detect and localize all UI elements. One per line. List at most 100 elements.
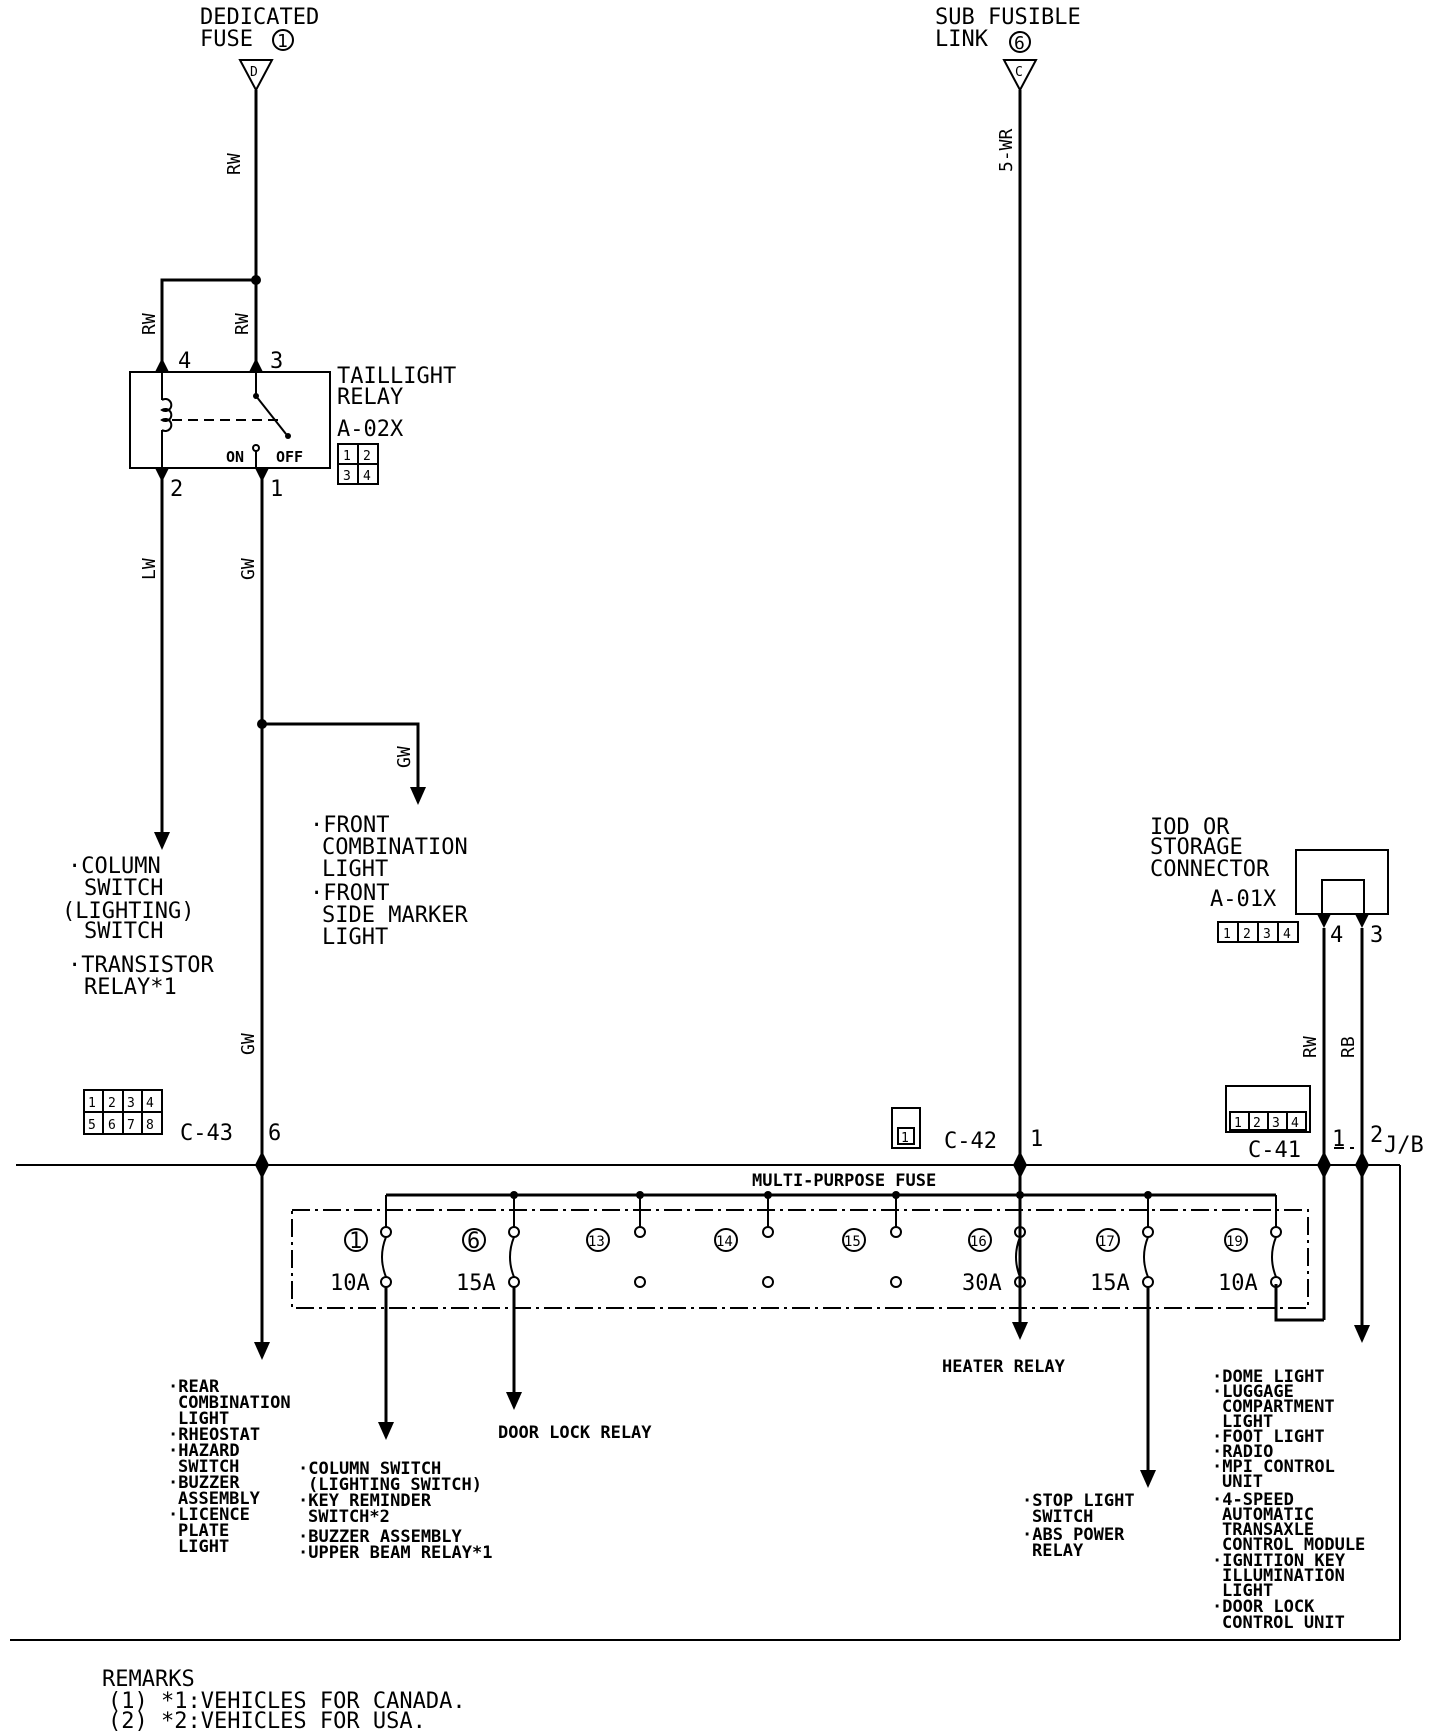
svg-text:4: 4 — [363, 469, 371, 484]
relay-pin-1: 1 — [270, 477, 283, 502]
pin2-arrow — [155, 468, 169, 482]
svg-text:13: 13 — [588, 1234, 605, 1250]
svg-text:SWITCH: SWITCH — [178, 1457, 239, 1477]
fuse-block-outline — [291, 1209, 1309, 1309]
svg-text:10A: 10A — [1218, 1271, 1258, 1296]
fuse-6: 6 15A — [456, 1195, 520, 1296]
dedicated-fuse-label-1: DEDICATED — [200, 5, 319, 30]
dedicated-fuse-number: 1 — [277, 31, 288, 52]
load-column-switch-2: ·COLUMN SWITCH (LIGHTING SWITCH) ·KEY RE… — [298, 1459, 492, 1563]
c42-shell — [891, 1107, 921, 1149]
svg-text:SIDE MARKER: SIDE MARKER — [322, 903, 468, 928]
svg-text:5: 5 — [88, 1118, 96, 1133]
iod-box — [1295, 849, 1389, 915]
svg-text:4: 4 — [1283, 927, 1291, 942]
svg-text:STORAGE: STORAGE — [1150, 835, 1243, 860]
svg-text:·MPI CONTROL: ·MPI CONTROL — [1212, 1457, 1335, 1477]
junction-block-boundary — [10, 1164, 1401, 1641]
load-heater-relay: HEATER RELAY — [942, 1357, 1066, 1377]
wire-label-lw: LW — [139, 558, 160, 580]
switch-on-contact — [252, 444, 260, 452]
sub-link-number: 6 — [1014, 33, 1025, 54]
remarks-title: REMARKS — [102, 1667, 195, 1692]
relay-coil — [160, 398, 173, 432]
svg-text:LIGHT: LIGHT — [178, 1537, 229, 1557]
relay-on-label: ON — [226, 448, 244, 466]
wire-label-gw-branch: GW — [394, 746, 415, 768]
remark-1: (1) *1:VEHICLES FOR CANADA. — [108, 1689, 466, 1714]
arrow-column-switch — [154, 832, 170, 850]
dedicated-fuse-label-2: FUSE — [200, 27, 253, 52]
taillight-relay: 4 3 2 1 ON OFF TAILLIGHT RELAY A-02X 1 2… — [129, 349, 456, 502]
load-stop-light: ·STOP LIGHT SWITCH ·ABS POWER RELAY — [1022, 1491, 1135, 1561]
svg-text:3: 3 — [127, 1096, 135, 1111]
fuse-15: 15 — [842, 1195, 902, 1288]
svg-text:·IGNITION KEY: ·IGNITION KEY — [1212, 1551, 1346, 1571]
svg-text:LIGHT: LIGHT — [1222, 1412, 1273, 1432]
relay-title-1: TAILLIGHT — [337, 364, 456, 389]
svg-text:3: 3 — [1263, 927, 1271, 942]
wire-label-5wr: 5-WR — [996, 128, 1017, 172]
svg-text:·FRONT: ·FRONT — [310, 881, 389, 906]
c41-shell — [1225, 1085, 1311, 1133]
iod-jumper — [1321, 879, 1365, 915]
wire-label-gw-lower: GW — [238, 1033, 259, 1055]
fuse-block-title: MULTI-PURPOSE FUSE — [752, 1171, 936, 1191]
svg-text:SWITCH: SWITCH — [84, 876, 163, 901]
svg-text:2: 2 — [108, 1096, 116, 1111]
svg-text:2: 2 — [363, 449, 371, 464]
svg-text:COMBINATION: COMBINATION — [322, 835, 468, 860]
svg-text:·STOP LIGHT: ·STOP LIGHT — [1022, 1491, 1135, 1511]
svg-text:CONTROL UNIT: CONTROL UNIT — [1222, 1613, 1345, 1633]
wire-gw-branch — [262, 722, 420, 795]
svg-text:RELAY: RELAY — [1032, 1541, 1084, 1561]
svg-text:·TRANSISTOR: ·TRANSISTOR — [68, 953, 214, 978]
svg-text:AUTOMATIC: AUTOMATIC — [1222, 1505, 1314, 1525]
switch-blade — [255, 395, 287, 435]
svg-text:17: 17 — [1098, 1234, 1115, 1250]
svg-text:15A: 15A — [1090, 1271, 1130, 1296]
remark-2: (2) *2:VEHICLES FOR USA. — [108, 1709, 426, 1732]
terminal-d-label: D — [250, 65, 258, 80]
pin4-arrow — [155, 358, 169, 372]
svg-text:14: 14 — [716, 1234, 733, 1250]
connector-c42: 1 C-42 1 — [891, 1107, 1043, 1179]
wire-label-rw-iod: RW — [1300, 1036, 1321, 1058]
svg-text:IOD OR: IOD OR — [1150, 815, 1230, 840]
wire-label-rw-left: RW — [139, 313, 160, 335]
iod-storage-connector: IOD OR STORAGE CONNECTOR A-01X 4 3 1 2 3… — [1150, 815, 1389, 948]
dedicated-fuse-source: DEDICATED FUSE 1 D — [200, 5, 319, 93]
svg-text:3: 3 — [343, 469, 351, 484]
svg-text:6: 6 — [467, 1229, 480, 1254]
svg-text:2: 2 — [1253, 1116, 1261, 1131]
iod-connector-grid: 1 2 3 4 — [1217, 921, 1299, 943]
svg-text:LIGHT: LIGHT — [322, 925, 388, 950]
svg-text:SWITCH*2: SWITCH*2 — [308, 1507, 390, 1527]
connector-c41: 1 2 3 4 C-41 1 2 J/B — [1225, 1085, 1424, 1179]
relay-pin-3: 3 — [270, 349, 283, 374]
load-column-switch: ·COLUMN SWITCH (LIGHTING) SWITCH ·TRANSI… — [62, 854, 214, 1000]
wire-label-rb-iod: RB — [1338, 1036, 1359, 1058]
svg-text:·KEY REMINDER: ·KEY REMINDER — [298, 1491, 432, 1511]
svg-text:6: 6 — [108, 1118, 116, 1133]
c42-pin: 1 — [1030, 1127, 1043, 1152]
c41-pin-2: 2 — [1370, 1123, 1383, 1148]
svg-text:8: 8 — [146, 1118, 154, 1133]
terminal-triangle-c — [1002, 59, 1038, 93]
svg-text:·COLUMN: ·COLUMN — [68, 854, 161, 879]
svg-text:COMPARTMENT: COMPARTMENT — [1222, 1397, 1335, 1417]
load-right-group: ·DOME LIGHT ·LUGGAGE COMPARTMENT LIGHT ·… — [1212, 1367, 1365, 1633]
svg-text:·LUGGAGE: ·LUGGAGE — [1212, 1382, 1294, 1402]
terminal-triangle-d — [238, 59, 274, 93]
remarks: REMARKS (1) *1:VEHICLES FOR CANADA. (2) … — [102, 1667, 466, 1732]
svg-text:3: 3 — [1272, 1116, 1280, 1131]
svg-text:·RADIO: ·RADIO — [1212, 1442, 1273, 1462]
link-number-circle — [1009, 31, 1031, 53]
svg-text:·LICENCE: ·LICENCE — [168, 1505, 250, 1525]
svg-text:2: 2 — [1243, 927, 1251, 942]
svg-text:3: 3 — [1370, 923, 1383, 948]
svg-text:16: 16 — [970, 1234, 987, 1250]
sub-link-label-2: LINK — [935, 27, 989, 52]
svg-text:ILLUMINATION: ILLUMINATION — [1222, 1566, 1345, 1586]
